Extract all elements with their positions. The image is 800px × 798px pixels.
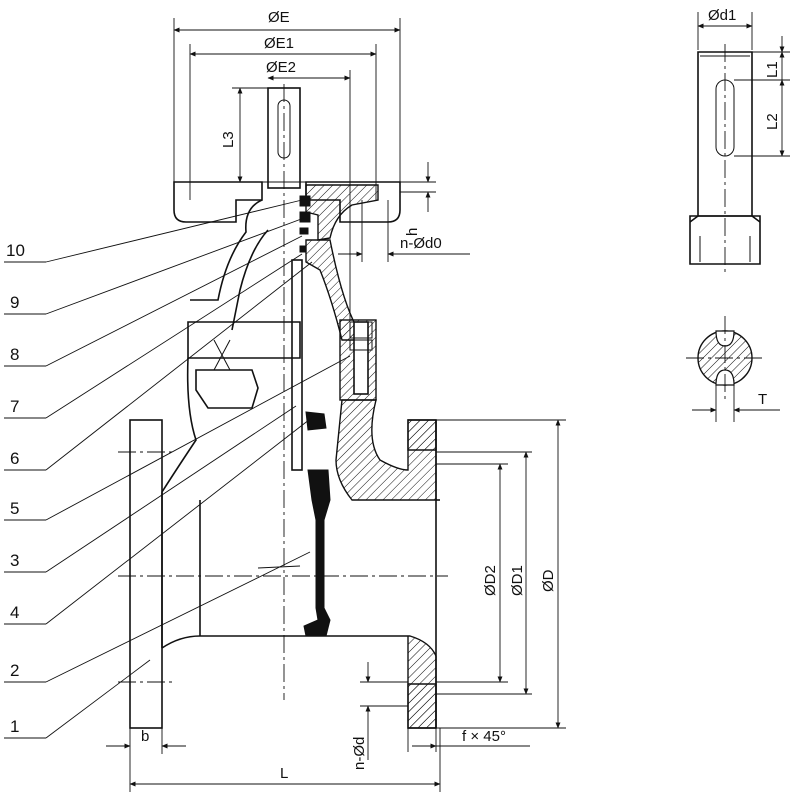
part-label-3: 3 (10, 551, 19, 570)
part-label-5: 5 (10, 499, 19, 518)
dim-n-d: n-Ød (351, 737, 368, 770)
bolt-nut (195, 369, 259, 409)
packing-1 (299, 195, 311, 207)
packing-2 (299, 211, 311, 223)
dim-d1: Ød1 (708, 7, 736, 24)
dim-D2: ØD2 (482, 565, 499, 596)
left-flange (129, 419, 163, 729)
gate-wedge (303, 469, 331, 637)
dim-f45: f × 45° (462, 728, 506, 745)
packing-3 (299, 227, 309, 235)
dim-L3: L3 (220, 131, 237, 148)
part-label-6: 6 (10, 449, 19, 468)
dim-L2: L2 (764, 113, 781, 130)
dim-b: b (141, 728, 149, 745)
dim-D1: ØD1 (509, 565, 526, 596)
right-flange-top (407, 419, 437, 451)
body-left (161, 357, 197, 648)
stem-body (689, 215, 761, 265)
part-label-10: 10 (6, 241, 25, 260)
part-label-1: 1 (10, 717, 19, 736)
part-leaders: 10 9 8 7 6 5 3 4 2 1 (4, 199, 351, 739)
body-bottom (161, 635, 288, 649)
dim-h: h (404, 228, 421, 236)
handwheel-plate (173, 181, 263, 223)
dim-T: T (758, 391, 767, 408)
valve-main-view (118, 84, 448, 729)
dim-L1: L1 (764, 61, 781, 78)
packing-4 (299, 245, 307, 253)
dim-E1: ØE1 (264, 35, 294, 52)
stem-detail-view: Ød1 L1 L2 (689, 7, 790, 276)
part-label-4: 4 (10, 603, 19, 622)
bonnet-left (190, 199, 263, 301)
dim-L: L (280, 765, 288, 782)
part-label-7: 7 (10, 397, 19, 416)
part-label-8: 8 (10, 345, 19, 364)
dim-E: ØE (268, 9, 290, 26)
seat-ring (305, 411, 327, 431)
right-flange-bottom (407, 683, 437, 729)
dimensions-main: ØE ØE1 ØE2 L3 h n-Ød0 ØD2 (106, 9, 566, 792)
dim-D: ØD (540, 569, 557, 592)
gate-stem (291, 259, 303, 471)
bonnet-section (305, 184, 379, 241)
dim-n-d0: n-Ød0 (400, 235, 442, 252)
dim-E2: ØE2 (266, 59, 296, 76)
stem-section-view: T (686, 316, 780, 422)
part-label-2: 2 (10, 661, 19, 680)
bonnet-flange (187, 321, 301, 359)
bonnet-left-inner (231, 229, 269, 331)
part-label-9: 9 (10, 293, 19, 312)
